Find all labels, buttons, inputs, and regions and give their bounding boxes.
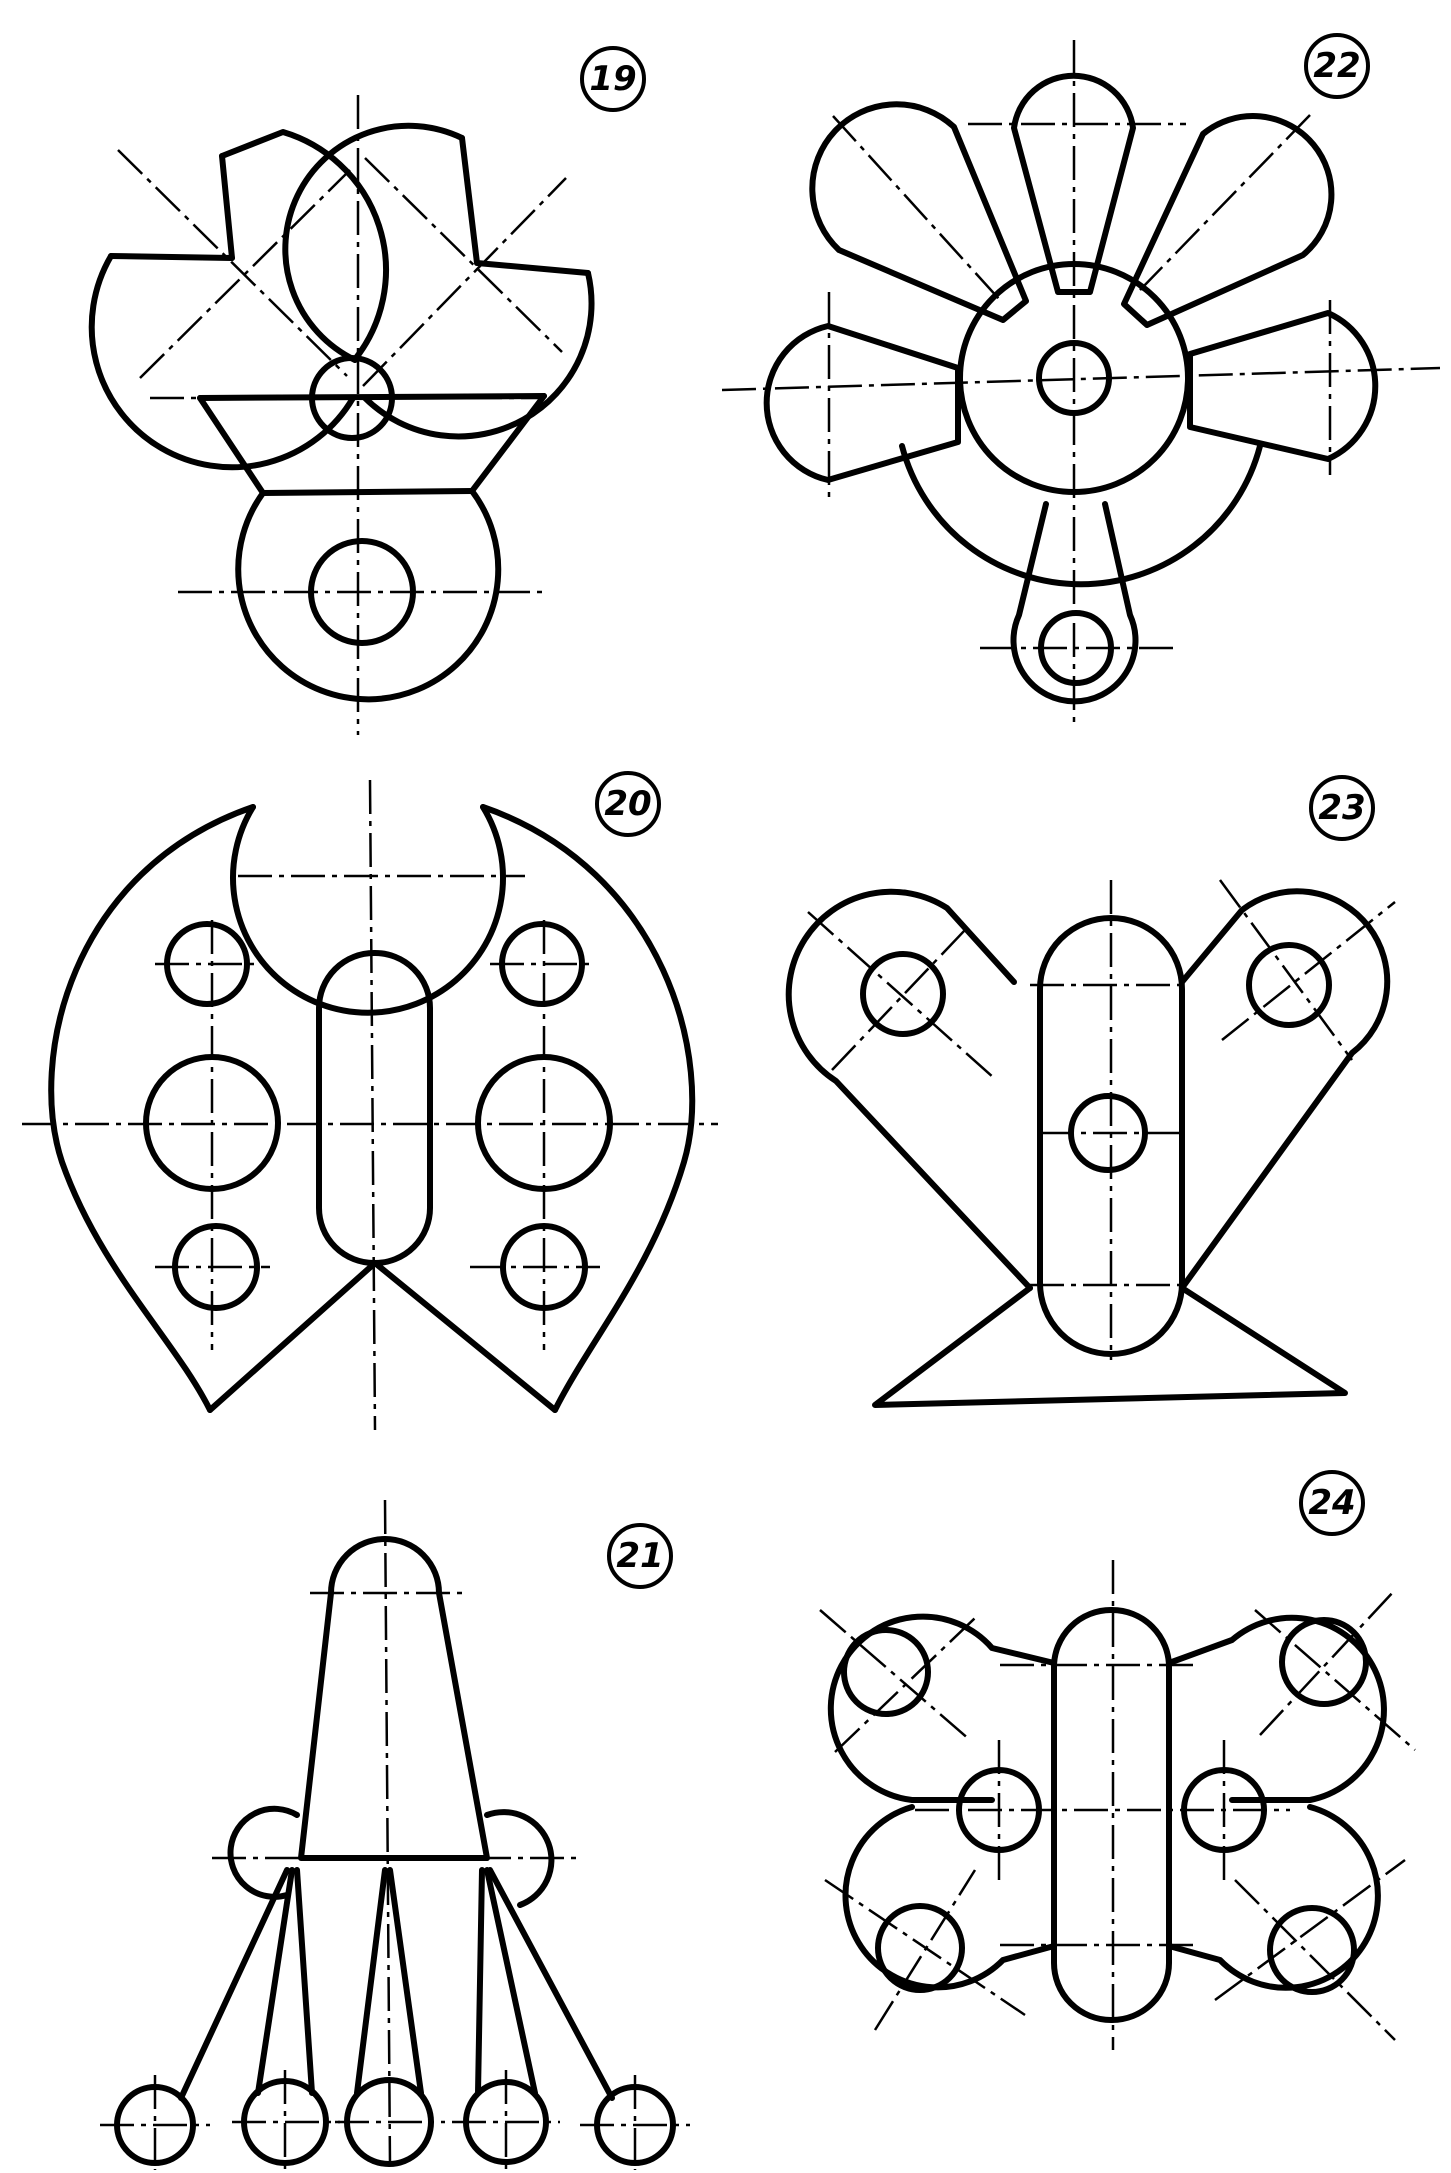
figure-22: 22 (721, 33, 1441, 722)
figure-19-number: 19 (589, 59, 636, 99)
figure-22-number-badge: 22 (1304, 33, 1370, 99)
figure-24-centerlines (819, 1560, 1416, 2050)
figure-20-number: 20 (604, 784, 651, 824)
figure-22-outline (763, 72, 1379, 705)
figure-22-number: 22 (1313, 46, 1360, 86)
figure-24-hole-bottom-left (875, 1903, 965, 1993)
figure-21-number-badge: 21 (607, 1523, 673, 1589)
figure-21-number: 21 (616, 1536, 663, 1576)
figure-21-centerlines (100, 1499, 690, 2170)
figure-19-centerlines (117, 95, 567, 735)
figure-19-number-badge: 19 (580, 46, 646, 112)
figure-24: 24 (819, 1470, 1416, 2050)
figure-24-number-badge: 24 (1299, 1470, 1365, 1536)
figure-23-number-badge: 23 (1309, 775, 1375, 841)
figure-23-outline (785, 888, 1391, 1408)
figure-23-hole-left (860, 951, 946, 1037)
figure-21-outline (178, 1536, 615, 2101)
figure-20-centerlines (22, 779, 718, 1431)
figure-23-number: 23 (1318, 788, 1365, 828)
figure-24-hole-bottom-right (1267, 1905, 1357, 1995)
figure-19: 19 (88, 46, 646, 735)
figure-24-number: 24 (1308, 1483, 1355, 1523)
figure-19-outline (88, 122, 595, 703)
figure-24-hole-top-right (1279, 1617, 1369, 1707)
figure-20: 20 (22, 771, 718, 1431)
figure-20-outline (48, 804, 696, 1413)
figure-24-outline (827, 1613, 1387, 1991)
figure-23-slot (1037, 915, 1185, 1357)
figure-23-hole-right (1246, 942, 1332, 1028)
figure-21: 21 (100, 1499, 690, 2170)
figure-20-number-badge: 20 (595, 771, 661, 837)
figure-24-hole-top-left (841, 1627, 931, 1717)
figure-24-slot (1051, 1607, 1172, 2023)
figure-23-centerlines (807, 879, 1396, 1360)
figure-22-centerlines (721, 40, 1441, 722)
figure-23: 23 (785, 775, 1396, 1408)
